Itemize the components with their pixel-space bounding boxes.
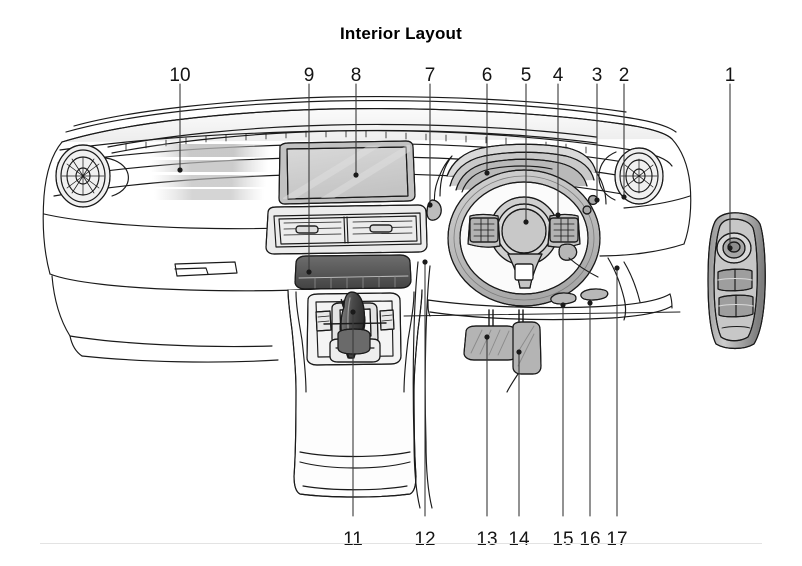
callout-number-11: 11 [343, 529, 363, 550]
leader-dot-14 [516, 349, 522, 355]
center-display-screen [278, 140, 416, 205]
center-console-tray [294, 254, 412, 290]
callout-leader-dots [177, 167, 733, 355]
callout-number-12: 12 [414, 529, 436, 550]
callout-number-6: 6 [481, 65, 493, 86]
left-speaker-highlight-bands [148, 144, 270, 200]
center-air-vents [265, 204, 428, 255]
leader-dot-1 [727, 245, 733, 251]
door-window-switch-panel [707, 212, 766, 350]
callout-number-13: 13 [476, 529, 498, 550]
callout-number-5: 5 [520, 65, 532, 86]
leader-dot-12 [422, 259, 428, 265]
steering-column-stalks [426, 194, 599, 278]
leader-dot-16 [587, 300, 593, 306]
lower-release-levers [550, 288, 609, 305]
center-console-body [287, 289, 423, 498]
callout-number-15: 15 [552, 529, 574, 550]
callout-number-3: 3 [591, 65, 603, 86]
leader-dot-9 [306, 269, 312, 275]
callout-number-8: 8 [350, 65, 362, 86]
right-dash-speaker [598, 147, 664, 205]
leader-dot-5 [523, 219, 529, 225]
callout-number-14: 14 [508, 529, 530, 550]
bottom-divider-rule [40, 543, 762, 544]
steering-wheel [447, 169, 601, 307]
page-title: Interior Layout [339, 24, 462, 43]
leader-dot-6 [484, 170, 490, 176]
leader-dot-13 [484, 334, 490, 340]
leader-dot-7 [427, 202, 433, 208]
leader-dot-10 [177, 167, 183, 173]
pedals [463, 309, 542, 393]
callout-number-10: 10 [169, 65, 191, 86]
right-door-trim [607, 257, 641, 321]
steering-wheel-right-controls [549, 217, 579, 243]
leader-dot-17 [614, 265, 620, 271]
left-dash-speaker [55, 144, 129, 208]
callout-number-16: 16 [579, 529, 601, 550]
leader-dot-2 [621, 194, 627, 200]
callout-number-4: 4 [552, 65, 564, 86]
leader-dot-3 [594, 197, 600, 203]
dashboard-body [42, 96, 692, 363]
callout-number-2: 2 [618, 65, 630, 86]
leader-dot-15 [560, 302, 566, 308]
leader-dot-11 [350, 309, 356, 315]
callout-number-7: 7 [424, 65, 436, 86]
steering-wheel-left-controls [469, 217, 499, 243]
leader-dot-4 [555, 212, 561, 218]
leader-dot-8 [353, 172, 359, 178]
callout-number-17: 17 [606, 529, 628, 550]
callout-leader-lines [179, 83, 731, 517]
callout-number-1: 1 [724, 65, 736, 86]
callout-number-9: 9 [303, 65, 315, 86]
